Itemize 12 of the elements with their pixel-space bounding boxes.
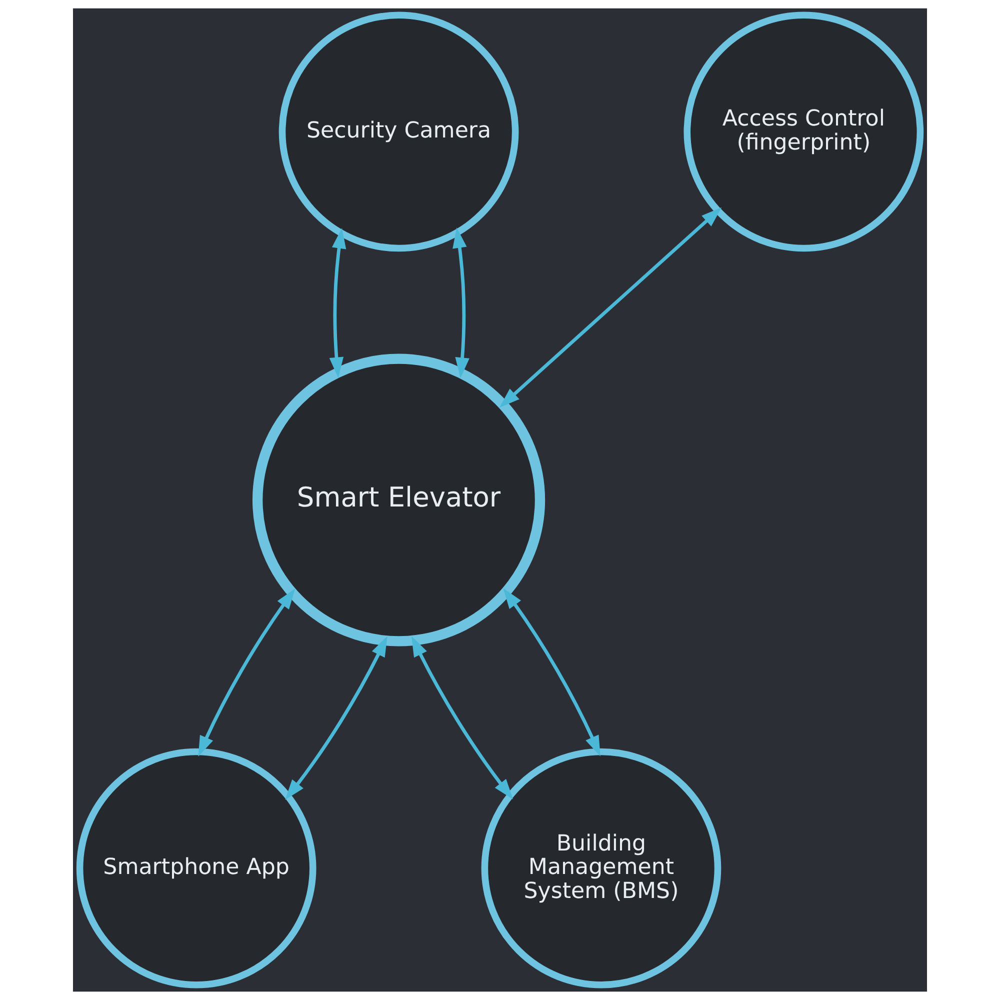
arrow — [452, 228, 470, 378]
node-circle: Access Control (fingerprint) — [684, 12, 924, 252]
arrow — [499, 207, 722, 408]
node-circle: Building Management System (BMS) — [481, 748, 722, 988]
node-circle: Smart Elevator — [252, 354, 546, 646]
arrow — [411, 636, 514, 800]
arrow — [503, 588, 600, 756]
node-circle: Security Camera — [278, 12, 519, 252]
arrow — [198, 588, 296, 756]
arrow — [285, 636, 388, 800]
node-circle: Smartphone App — [76, 748, 316, 988]
arrow — [329, 228, 346, 378]
